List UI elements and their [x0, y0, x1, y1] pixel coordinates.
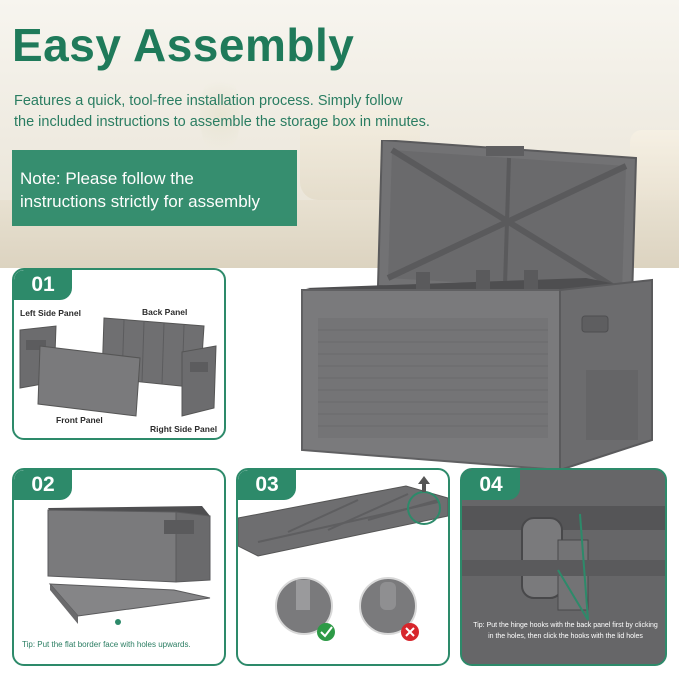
- lid-illustration: [238, 476, 448, 641]
- panels-illustration: [19, 317, 217, 417]
- step-04-tip-line-2: in the holes, then click the hooks with …: [488, 633, 643, 640]
- subtitle-line-2: the included instructions to assemble th…: [14, 114, 430, 130]
- storage-box-image: [296, 140, 666, 470]
- label-front-panel: Front Panel: [56, 415, 103, 425]
- box-on-base-illustration: [47, 506, 211, 625]
- step-01-panel: 01 Left Side Panel Back Panel Front Pane…: [12, 268, 226, 440]
- assembly-note: Note: Please follow the instructions str…: [12, 150, 297, 226]
- hinge-illustration: [462, 470, 665, 664]
- step-04-tip: Tip: Put the hinge hooks with the back p…: [462, 620, 665, 642]
- page-subtitle: Features a quick, tool-free installation…: [14, 91, 484, 133]
- page-title: Easy Assembly: [12, 19, 355, 71]
- plant-decoration: [200, 70, 240, 160]
- step-03-panel: 03: [236, 468, 450, 666]
- label-left-side-panel: Left Side Panel: [20, 308, 81, 318]
- label-back-panel: Back Panel: [142, 307, 188, 317]
- step-04-tip-line-1: Tip: Put the hinge hooks with the back p…: [473, 622, 658, 629]
- step-02-tip: Tip: Put the flat border face with holes…: [22, 640, 191, 649]
- note-line-1: Note: Please follow the: [20, 169, 194, 188]
- step-number-badge: 04: [462, 470, 520, 500]
- subtitle-line-1: Features a quick, tool-free installation…: [14, 93, 403, 109]
- step-number-badge: 02: [14, 470, 72, 500]
- label-right-side-panel: Right Side Panel: [150, 424, 218, 434]
- step-02-panel: 02 Tip: Put the flat border face with ho…: [12, 468, 226, 666]
- step-number-badge: 01: [14, 270, 72, 300]
- step-04-panel: 04 Tip: Put the hinge hooks with the bac…: [460, 468, 667, 666]
- step-number-badge: 03: [238, 470, 296, 500]
- note-line-2: instructions strictly for assembly: [20, 192, 260, 211]
